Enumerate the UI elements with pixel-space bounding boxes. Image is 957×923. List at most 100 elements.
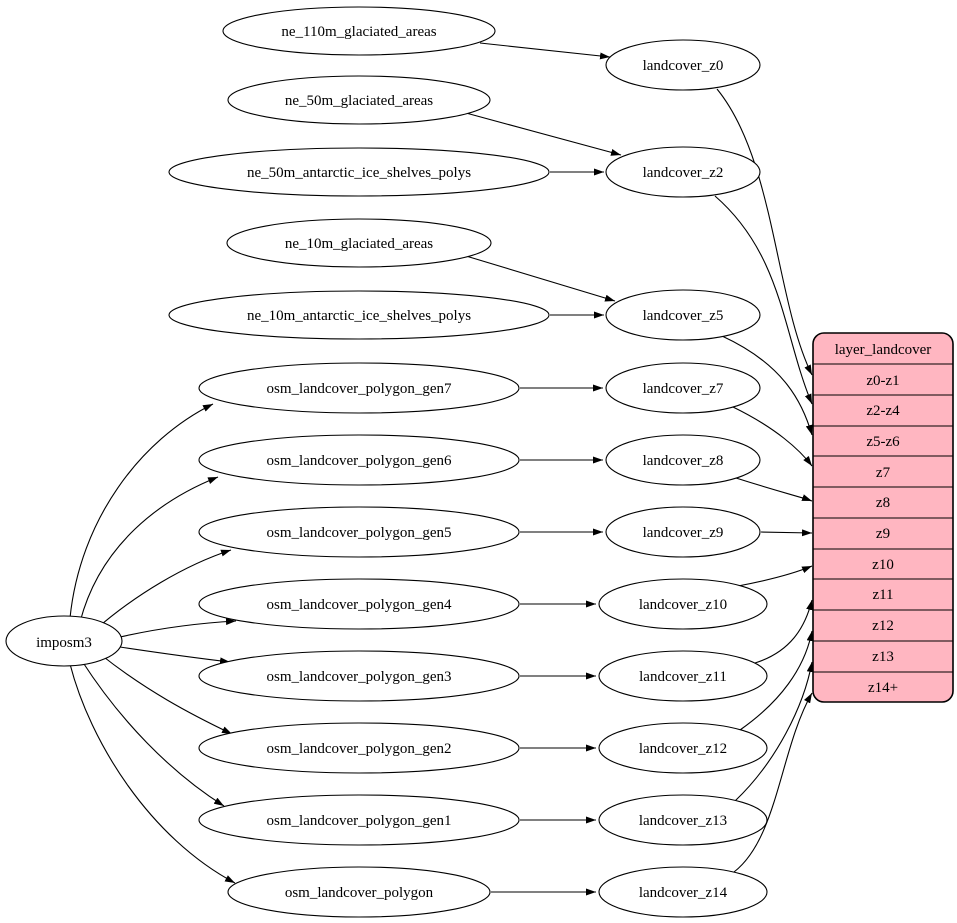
table-row-label: z10 xyxy=(872,557,894,573)
node-label: landcover_z14 xyxy=(639,885,728,901)
node-label: osm_landcover_polygon_gen4 xyxy=(267,597,452,613)
node-label: osm_landcover_polygon xyxy=(285,885,434,901)
table-row-label: z8 xyxy=(876,495,890,511)
node-landcover-z14: landcover_z14 xyxy=(598,866,768,918)
node-label: osm_landcover_polygon_gen3 xyxy=(267,669,452,685)
node-imposm3: imposm3 xyxy=(5,615,123,667)
node-ellipse xyxy=(222,6,496,56)
node-label: osm_landcover_polygon_gen1 xyxy=(267,813,452,829)
node-label: landcover_z7 xyxy=(643,381,724,397)
node-label: landcover_z11 xyxy=(639,669,727,685)
node-landcover-z10: landcover_z10 xyxy=(598,578,768,630)
node-label: landcover_z12 xyxy=(639,741,727,757)
node-ellipse xyxy=(605,506,761,558)
node-ellipse xyxy=(598,794,768,846)
edge-z0-to-row-z0-z1 xyxy=(716,88,813,376)
node-ellipse xyxy=(605,289,761,341)
node-osm-landcover-polygon-gen7: osm_landcover_polygon_gen7 xyxy=(198,362,520,414)
node-ne-110m-glaciated-areas: ne_110m_glaciated_areas xyxy=(222,6,496,56)
node-landcover-z0: landcover_z0 xyxy=(605,39,761,91)
node-label: ne_110m_glaciated_areas xyxy=(281,24,436,40)
edge-z11-to-row-z11 xyxy=(754,599,813,664)
edge-z13-to-row-z13 xyxy=(734,661,814,802)
node-ellipse xyxy=(198,794,520,846)
node-ellipse xyxy=(168,290,550,340)
nodes-stages: landcover_z0 landcover_z2 landcover_z5 l… xyxy=(598,39,768,918)
node-label: landcover_z0 xyxy=(643,58,724,74)
node-osm-landcover-polygon-gen3: osm_landcover_polygon_gen3 xyxy=(198,650,520,702)
node-osm-landcover-polygon-gen2: osm_landcover_polygon_gen2 xyxy=(198,722,520,774)
node-landcover-z13: landcover_z13 xyxy=(598,794,768,846)
node-label: osm_landcover_polygon_gen5 xyxy=(267,525,452,541)
node-osm-landcover-polygon-gen6: osm_landcover_polygon_gen6 xyxy=(198,434,520,486)
edge-imposm3-to-polygon xyxy=(69,663,236,884)
node-label: landcover_z2 xyxy=(643,165,724,181)
edge-z5-to-row-z5-z6 xyxy=(721,335,813,436)
node-ellipse xyxy=(198,506,520,558)
node-label: osm_landcover_polygon_gen6 xyxy=(267,453,452,469)
edge-imposm3-to-gen6 xyxy=(79,476,219,623)
edge-imposm3-to-gen7 xyxy=(69,403,214,619)
node-ellipse xyxy=(226,218,492,268)
node-osm-landcover-polygon-gen1: osm_landcover_polygon_gen1 xyxy=(198,794,520,846)
edge-ne110m-glaciated-to-z0 xyxy=(479,42,611,60)
edge-z12-to-row-z12 xyxy=(739,630,814,731)
node-label: landcover_z13 xyxy=(639,813,727,829)
node-ellipse xyxy=(605,146,761,198)
node-landcover-z11: landcover_z11 xyxy=(598,650,768,702)
table-row-label: z9 xyxy=(876,526,890,542)
node-label: ne_10m_glaciated_areas xyxy=(285,236,433,252)
node-label: landcover_z10 xyxy=(639,597,727,613)
node-label: landcover_z8 xyxy=(643,453,724,469)
table-row-label: z13 xyxy=(872,649,894,665)
table-row-label: z2-z4 xyxy=(866,403,900,419)
table-row-label: z12 xyxy=(872,618,894,634)
node-ellipse xyxy=(227,866,491,918)
edge-z10-to-row-z10 xyxy=(737,565,813,587)
node-osm-landcover-polygon: osm_landcover_polygon xyxy=(227,866,491,918)
node-ellipse xyxy=(605,39,761,91)
edge-z8-to-row-z8 xyxy=(735,477,813,502)
node-ne-10m-antarctic-ice-shelves-polys: ne_10m_antarctic_ice_shelves_polys xyxy=(168,290,550,340)
edge-ne50m-glaciated-to-z2 xyxy=(465,112,622,156)
node-label: ne_50m_glaciated_areas xyxy=(285,93,433,109)
edges-layer xyxy=(69,42,814,896)
node-label: osm_landcover_polygon_gen2 xyxy=(267,741,452,757)
node-label: landcover_z5 xyxy=(643,308,724,324)
node-ellipse xyxy=(168,147,550,197)
table-title: layer_landcover xyxy=(835,342,932,358)
node-ellipse xyxy=(598,578,768,630)
edge-z2-to-row-z2-z4 xyxy=(714,195,813,405)
node-landcover-z12: landcover_z12 xyxy=(598,722,768,774)
edge-imposm3-to-gen4 xyxy=(119,618,237,638)
node-ellipse xyxy=(605,362,761,414)
node-landcover-z7: landcover_z7 xyxy=(605,362,761,414)
node-ellipse xyxy=(598,722,768,774)
table-row-label: z11 xyxy=(872,587,893,603)
node-landcover-z8: landcover_z8 xyxy=(605,434,761,486)
table-row-label: z0-z1 xyxy=(866,373,899,389)
node-ellipse xyxy=(198,362,520,414)
node-ellipse xyxy=(198,578,520,630)
node-ellipse xyxy=(605,434,761,486)
table-row-label: z5-z6 xyxy=(866,434,900,450)
node-ellipse xyxy=(198,722,520,774)
node-ellipse xyxy=(5,615,123,667)
node-osm-landcover-polygon-gen5: osm_landcover_polygon_gen5 xyxy=(198,506,520,558)
edge-imposm3-to-gen5 xyxy=(94,549,232,631)
node-label: imposm3 xyxy=(36,635,92,651)
node-label: ne_50m_antarctic_ice_shelves_polys xyxy=(247,165,471,181)
node-label: ne_10m_antarctic_ice_shelves_polys xyxy=(247,308,471,324)
edge-imposm3-to-gen1 xyxy=(81,660,225,807)
node-osm-landcover-polygon-gen4: osm_landcover_polygon_gen4 xyxy=(198,578,520,630)
table-row-label: z7 xyxy=(876,465,891,481)
node-ne-50m-antarctic-ice-shelves-polys: ne_50m_antarctic_ice_shelves_polys xyxy=(168,147,550,197)
node-ellipse xyxy=(227,75,491,125)
node-ellipse xyxy=(198,434,520,486)
node-label: landcover_z9 xyxy=(643,525,724,541)
node-ellipse xyxy=(598,866,768,918)
edge-z9-to-row-z9 xyxy=(760,529,813,537)
node-ne-10m-glaciated-areas: ne_10m_glaciated_areas xyxy=(226,218,492,268)
